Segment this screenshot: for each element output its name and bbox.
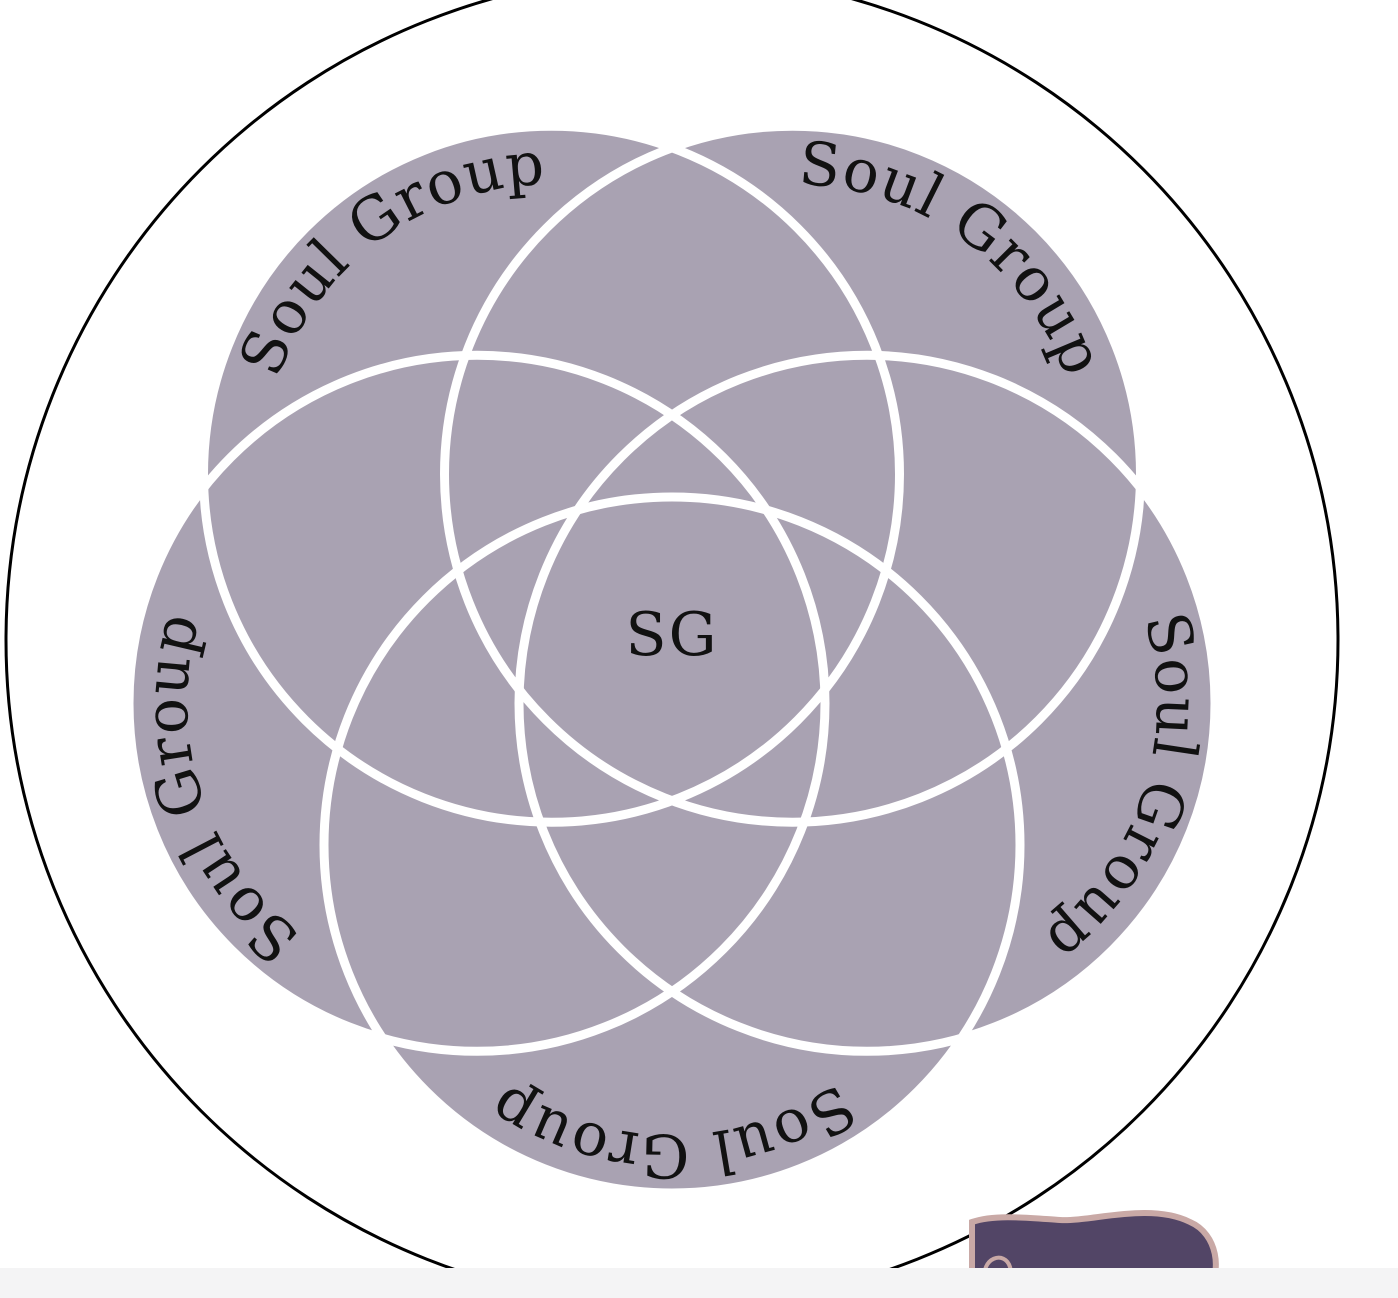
group-circle-outline	[440, 121, 1145, 827]
center-label: SG	[625, 600, 718, 670]
group-circle-fill	[129, 355, 825, 1052]
group-circle-outline	[124, 350, 830, 1056]
group-circle-outline	[514, 350, 1220, 1056]
bottom-strip	[0, 1268, 1398, 1298]
group-circles	[124, 121, 1220, 1198]
group-circle-outline	[319, 492, 1025, 1198]
outer-ring	[4, 0, 1340, 1298]
group-circle-outline	[199, 121, 904, 827]
